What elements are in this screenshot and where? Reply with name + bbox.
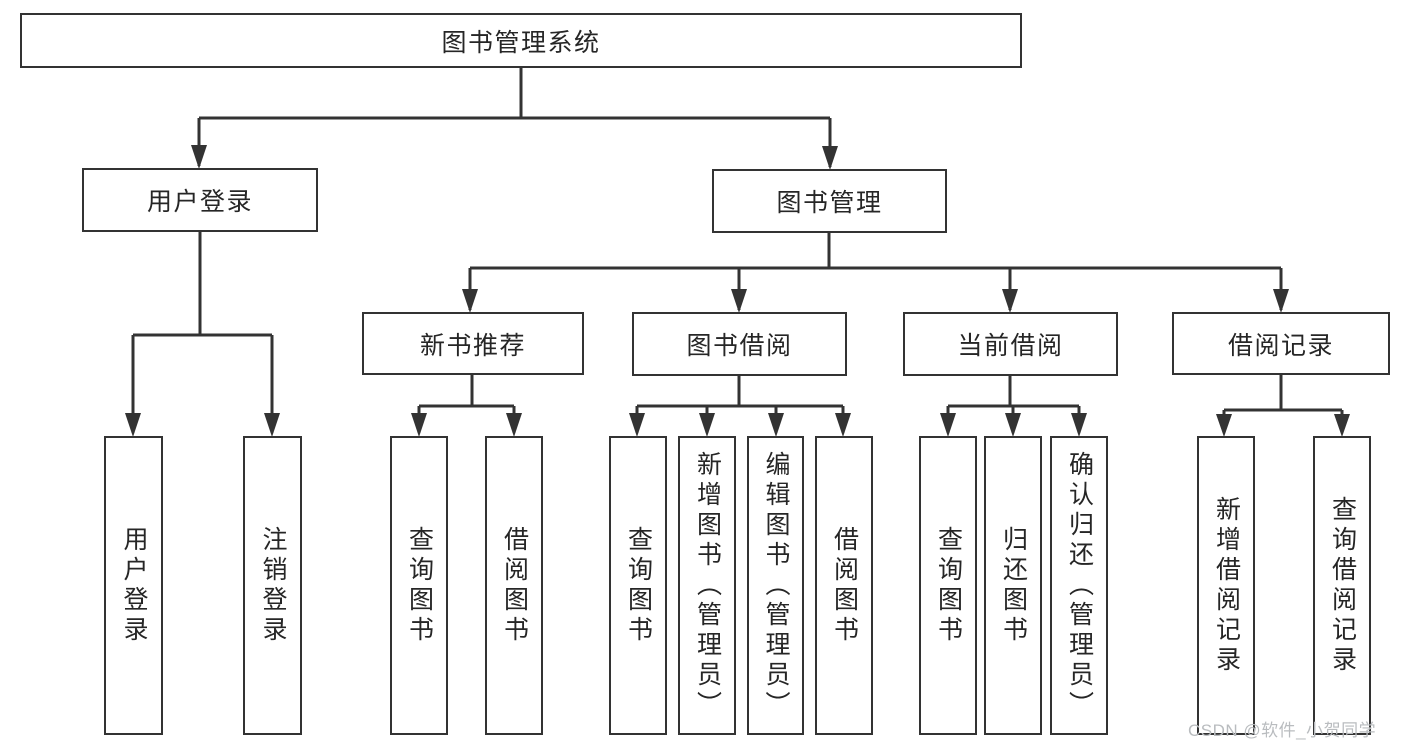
node-book-management: 图书管理 — [712, 169, 947, 233]
node-label: 当前借阅 — [957, 332, 1064, 360]
leaf-label: 查询借阅记录 — [1328, 495, 1357, 676]
node-borrow-records: 借阅记录 — [1172, 312, 1390, 375]
leaf-borrow-books: 借阅图书 — [815, 436, 873, 735]
leaf-label: 注销登录 — [259, 525, 287, 646]
node-label: 图书管理 — [776, 189, 883, 217]
node-new-book-recommend: 新书推荐 — [362, 312, 584, 375]
leaf-borrow-books-recommend: 借阅图书 — [485, 436, 543, 735]
leaf-label: 归还图书 — [999, 525, 1028, 646]
node-library-management-system: 图书管理系统 — [20, 13, 1022, 68]
leaf-query-borrow-record: 查询借阅记录 — [1313, 436, 1371, 735]
leaf-label: 新增借阅记录 — [1212, 495, 1241, 676]
leaf-label: 查询图书 — [624, 525, 653, 646]
leaf-label: 借阅图书 — [500, 525, 529, 646]
watermark: CSDN @软件_小贺同学 — [1188, 721, 1377, 740]
node-label: 借阅记录 — [1227, 331, 1334, 360]
leaf-query-books-recommend: 查询图书 — [390, 436, 448, 735]
node-label: 新书推荐 — [419, 331, 526, 360]
leaf-label: 用户登录 — [120, 525, 148, 646]
leaf-query-books-borrowing: 查询图书 — [609, 436, 667, 735]
leaf-user-login: 用户登录 — [104, 436, 163, 735]
leaf-label: 查询图书 — [934, 525, 963, 646]
leaf-add-borrow-record: 新增借阅记录 — [1197, 436, 1255, 735]
node-user-login: 用户登录 — [82, 168, 318, 232]
leaf-label: 借阅图书 — [830, 525, 859, 646]
leaf-confirm-return-admin: 确认归还（管理员） — [1050, 436, 1108, 735]
leaf-logout: 注销登录 — [243, 436, 302, 735]
leaf-label: 编辑图书（管理员） — [762, 450, 790, 721]
leaf-label: 确认归还（管理员） — [1065, 450, 1094, 721]
node-label: 图书借阅 — [686, 332, 793, 360]
leaf-edit-book-admin: 编辑图书（管理员） — [747, 436, 804, 735]
node-label: 用户登录 — [146, 188, 253, 216]
node-label: 图书管理系统 — [441, 28, 601, 57]
node-current-borrowing: 当前借阅 — [903, 312, 1118, 376]
leaf-label: 查询图书 — [405, 525, 434, 646]
leaf-add-book-admin: 新增图书（管理员） — [678, 436, 736, 735]
leaf-query-books-current: 查询图书 — [919, 436, 977, 735]
leaf-return-book: 归还图书 — [984, 436, 1042, 735]
leaf-label: 新增图书（管理员） — [693, 450, 722, 721]
node-book-borrowing: 图书借阅 — [632, 312, 847, 376]
arrowheads — [125, 145, 1350, 437]
